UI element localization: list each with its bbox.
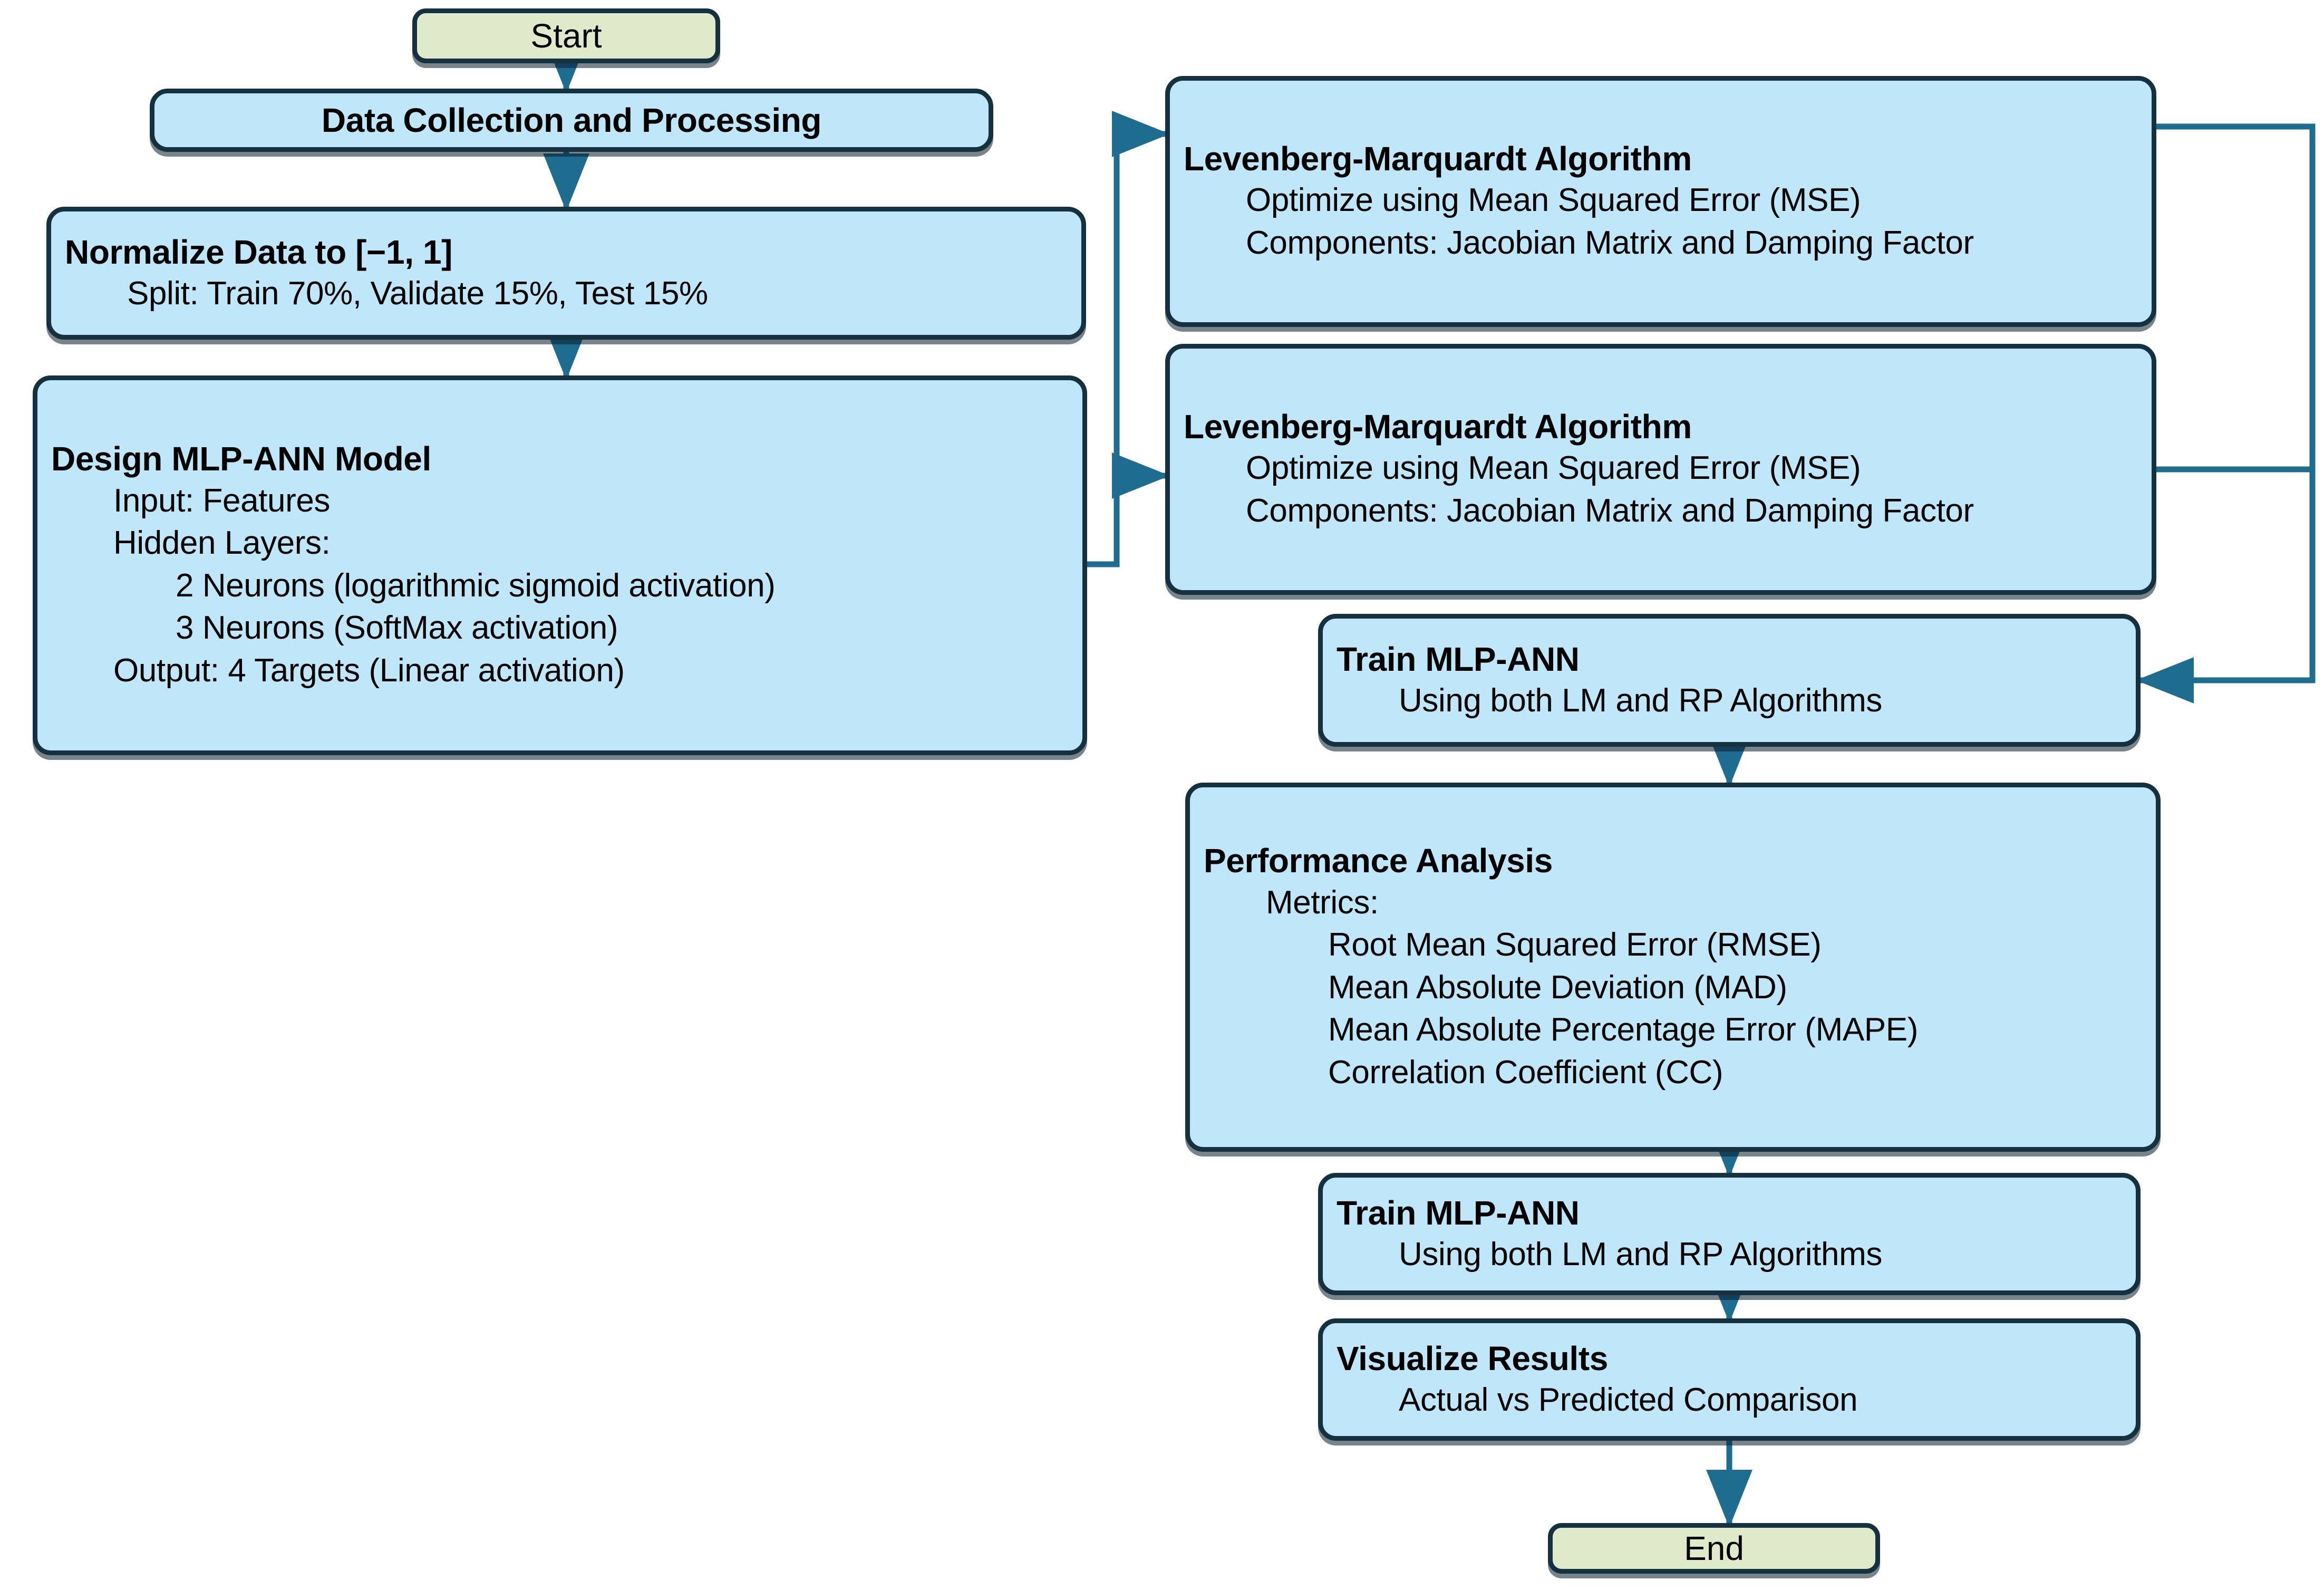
node-performance-line-1: Metrics:: [1266, 884, 1379, 921]
node-performance-line-3: Mean Absolute Deviation (MAD): [1328, 969, 1787, 1006]
node-normalize-title: Normalize Data to [−1, 1]: [65, 233, 453, 271]
node-levenberg-marquardt-1[interactable]: Levenberg-Marquardt Algorithm Optimize u…: [1165, 76, 2156, 327]
node-performance-line-4: Mean Absolute Percentage Error (MAPE): [1328, 1011, 1918, 1048]
node-visualize-title: Visualize Results: [1337, 1339, 1608, 1377]
node-performance-analysis[interactable]: Performance Analysis Metrics: Root Mean …: [1185, 783, 2161, 1152]
node-train2-title: Train MLP-ANN: [1337, 1193, 1580, 1232]
node-normalize-line-1: Split: Train 70%, Validate 15%, Test 15%: [127, 275, 708, 312]
node-lm1-line-1: Optimize using Mean Squared Error (MSE): [1246, 182, 1861, 219]
node-train-mlp-ann-1[interactable]: Train MLP-ANN Using both LM and RP Algor…: [1318, 614, 2141, 747]
node-performance-line-5: Correlation Coefficient (CC): [1328, 1054, 1723, 1091]
node-train1-title: Train MLP-ANN: [1337, 640, 1580, 678]
node-end-label: End: [1684, 1529, 1744, 1567]
node-visualize-results[interactable]: Visualize Results Actual vs Predicted Co…: [1318, 1318, 2141, 1441]
node-levenberg-marquardt-2[interactable]: Levenberg-Marquardt Algorithm Optimize u…: [1165, 344, 2156, 595]
node-lm1-line-2: Components: Jacobian Matrix and Damping …: [1246, 225, 1974, 262]
node-train-mlp-ann-2[interactable]: Train MLP-ANN Using both LM and RP Algor…: [1318, 1173, 2141, 1295]
node-lm2-line-1: Optimize using Mean Squared Error (MSE): [1246, 450, 1861, 487]
node-design-title: Design MLP-ANN Model: [51, 440, 431, 478]
node-lm2-line-2: Components: Jacobian Matrix and Damping …: [1246, 493, 1974, 529]
node-lm2-title: Levenberg-Marquardt Algorithm: [1184, 408, 1692, 446]
node-start-label: Start: [530, 17, 602, 55]
node-train2-line-1: Using both LM and RP Algorithms: [1399, 1236, 1882, 1273]
node-data-collection[interactable]: Data Collection and Processing: [150, 89, 993, 152]
node-design-line-5: Output: 4 Targets (Linear activation): [113, 652, 625, 689]
node-lm1-title: Levenberg-Marquardt Algorithm: [1184, 140, 1692, 178]
edge-lm-train1: [2136, 123, 2316, 704]
node-end[interactable]: End: [1548, 1523, 1880, 1574]
node-design-line-3: 2 Neurons (logarithmic sigmoid activatio…: [176, 567, 776, 604]
node-train1-line-1: Using both LM and RP Algorithms: [1399, 682, 1882, 719]
node-design-line-1: Input: Features: [113, 482, 331, 519]
node-performance-line-2: Root Mean Squared Error (RMSE): [1328, 927, 1822, 963]
node-design-line-2: Hidden Layers:: [113, 525, 331, 562]
node-normalize-data[interactable]: Normalize Data to [−1, 1] Split: Train 7…: [46, 207, 1086, 340]
node-start[interactable]: Start: [412, 8, 720, 63]
node-design-mlp-ann[interactable]: Design MLP-ANN Model Input: Features Hid…: [33, 375, 1087, 755]
node-design-line-4: 3 Neurons (SoftMax activation): [176, 610, 618, 647]
node-performance-title: Performance Analysis: [1204, 842, 1553, 880]
node-visualize-line-1: Actual vs Predicted Comparison: [1399, 1381, 1858, 1418]
edge-design-lm1: [1087, 111, 1170, 567]
node-data-collection-title: Data Collection and Processing: [321, 101, 822, 139]
